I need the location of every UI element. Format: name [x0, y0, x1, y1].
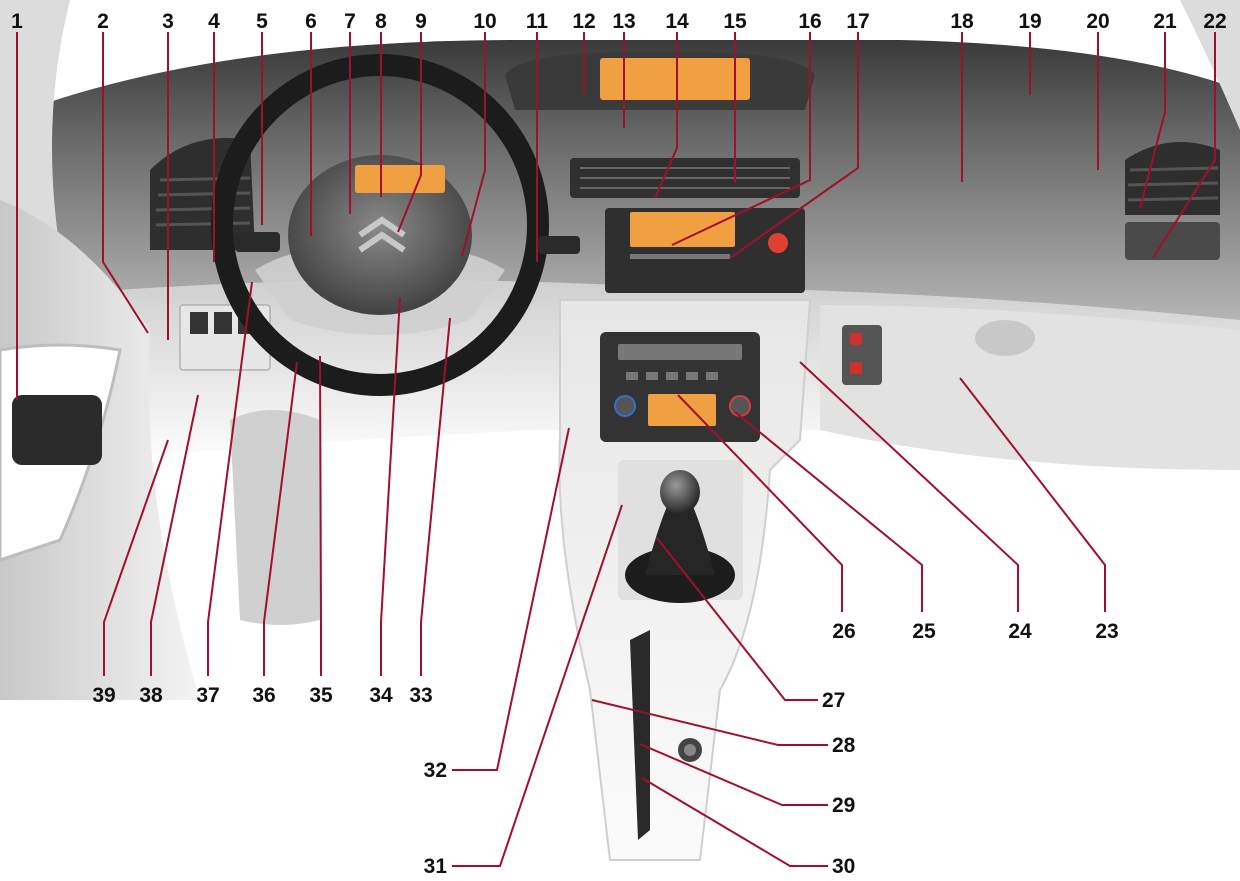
right-a-pillar: [1180, 0, 1240, 130]
callout-32: 32: [424, 759, 447, 782]
callout-16: 16: [798, 10, 821, 33]
multifunction-display: [630, 212, 735, 247]
leader-lines: [16, 32, 1216, 867]
central-display: [600, 58, 750, 100]
citroen-logo-icon: [358, 216, 406, 253]
callout-24: 24: [1008, 620, 1032, 643]
callout-1: 1: [11, 10, 23, 33]
callout-23: 23: [1095, 620, 1118, 643]
callout-10: 10: [473, 10, 496, 33]
callout-15: 15: [723, 10, 747, 33]
callout-4: 4: [208, 10, 220, 33]
callout-labels: 1 2 3 4 5 6 7 8 9 10 11 12 13 14 15 16 1…: [11, 10, 1227, 878]
instrument-display: [355, 165, 445, 193]
driver-door: [0, 200, 200, 700]
callout-11: 11: [526, 10, 549, 33]
callout-5: 5: [256, 10, 268, 33]
passenger-airbag-switch: [842, 325, 882, 385]
callout-36: 36: [252, 684, 275, 707]
hazard-warning-button: [768, 233, 788, 253]
callout-34: 34: [369, 684, 393, 707]
callout-21: 21: [1153, 10, 1177, 33]
callout-29: 29: [832, 794, 855, 817]
callout-30: 30: [832, 855, 855, 878]
right-air-vent: [1125, 142, 1220, 260]
callout-39: 39: [92, 684, 115, 707]
callout-33: 33: [409, 684, 432, 707]
callout-6: 6: [305, 10, 317, 33]
callout-26: 26: [832, 620, 855, 643]
callout-38: 38: [139, 684, 163, 707]
callout-13: 13: [612, 10, 635, 33]
callout-12: 12: [572, 10, 595, 33]
callout-28: 28: [832, 734, 856, 757]
callout-14: 14: [665, 10, 689, 33]
callout-25: 25: [912, 620, 936, 643]
callout-9: 9: [415, 10, 427, 33]
instrument-hood: [505, 51, 815, 110]
footwell: [230, 410, 320, 625]
glovebox: [820, 305, 1240, 470]
right-stalk: [538, 236, 580, 254]
center-console: [558, 299, 812, 861]
callout-37: 37: [196, 684, 219, 707]
callout-31: 31: [424, 855, 448, 878]
callout-17: 17: [846, 10, 869, 33]
center-vent: [570, 158, 805, 293]
callout-22: 22: [1203, 10, 1226, 33]
left-stalk: [235, 232, 280, 252]
callout-8: 8: [375, 10, 387, 33]
callout-18: 18: [950, 10, 974, 33]
callout-19: 19: [1018, 10, 1041, 33]
callout-3: 3: [162, 10, 174, 33]
callout-2: 2: [97, 10, 109, 33]
window-control-panel: [12, 395, 102, 465]
callout-35: 35: [309, 684, 333, 707]
callout-7: 7: [344, 10, 356, 33]
callout-20: 20: [1086, 10, 1109, 33]
gear-knob: [660, 470, 700, 514]
glovebox-handle: [975, 320, 1035, 356]
parking-brake-lever: [630, 630, 650, 840]
callout-27: 27: [822, 689, 845, 712]
